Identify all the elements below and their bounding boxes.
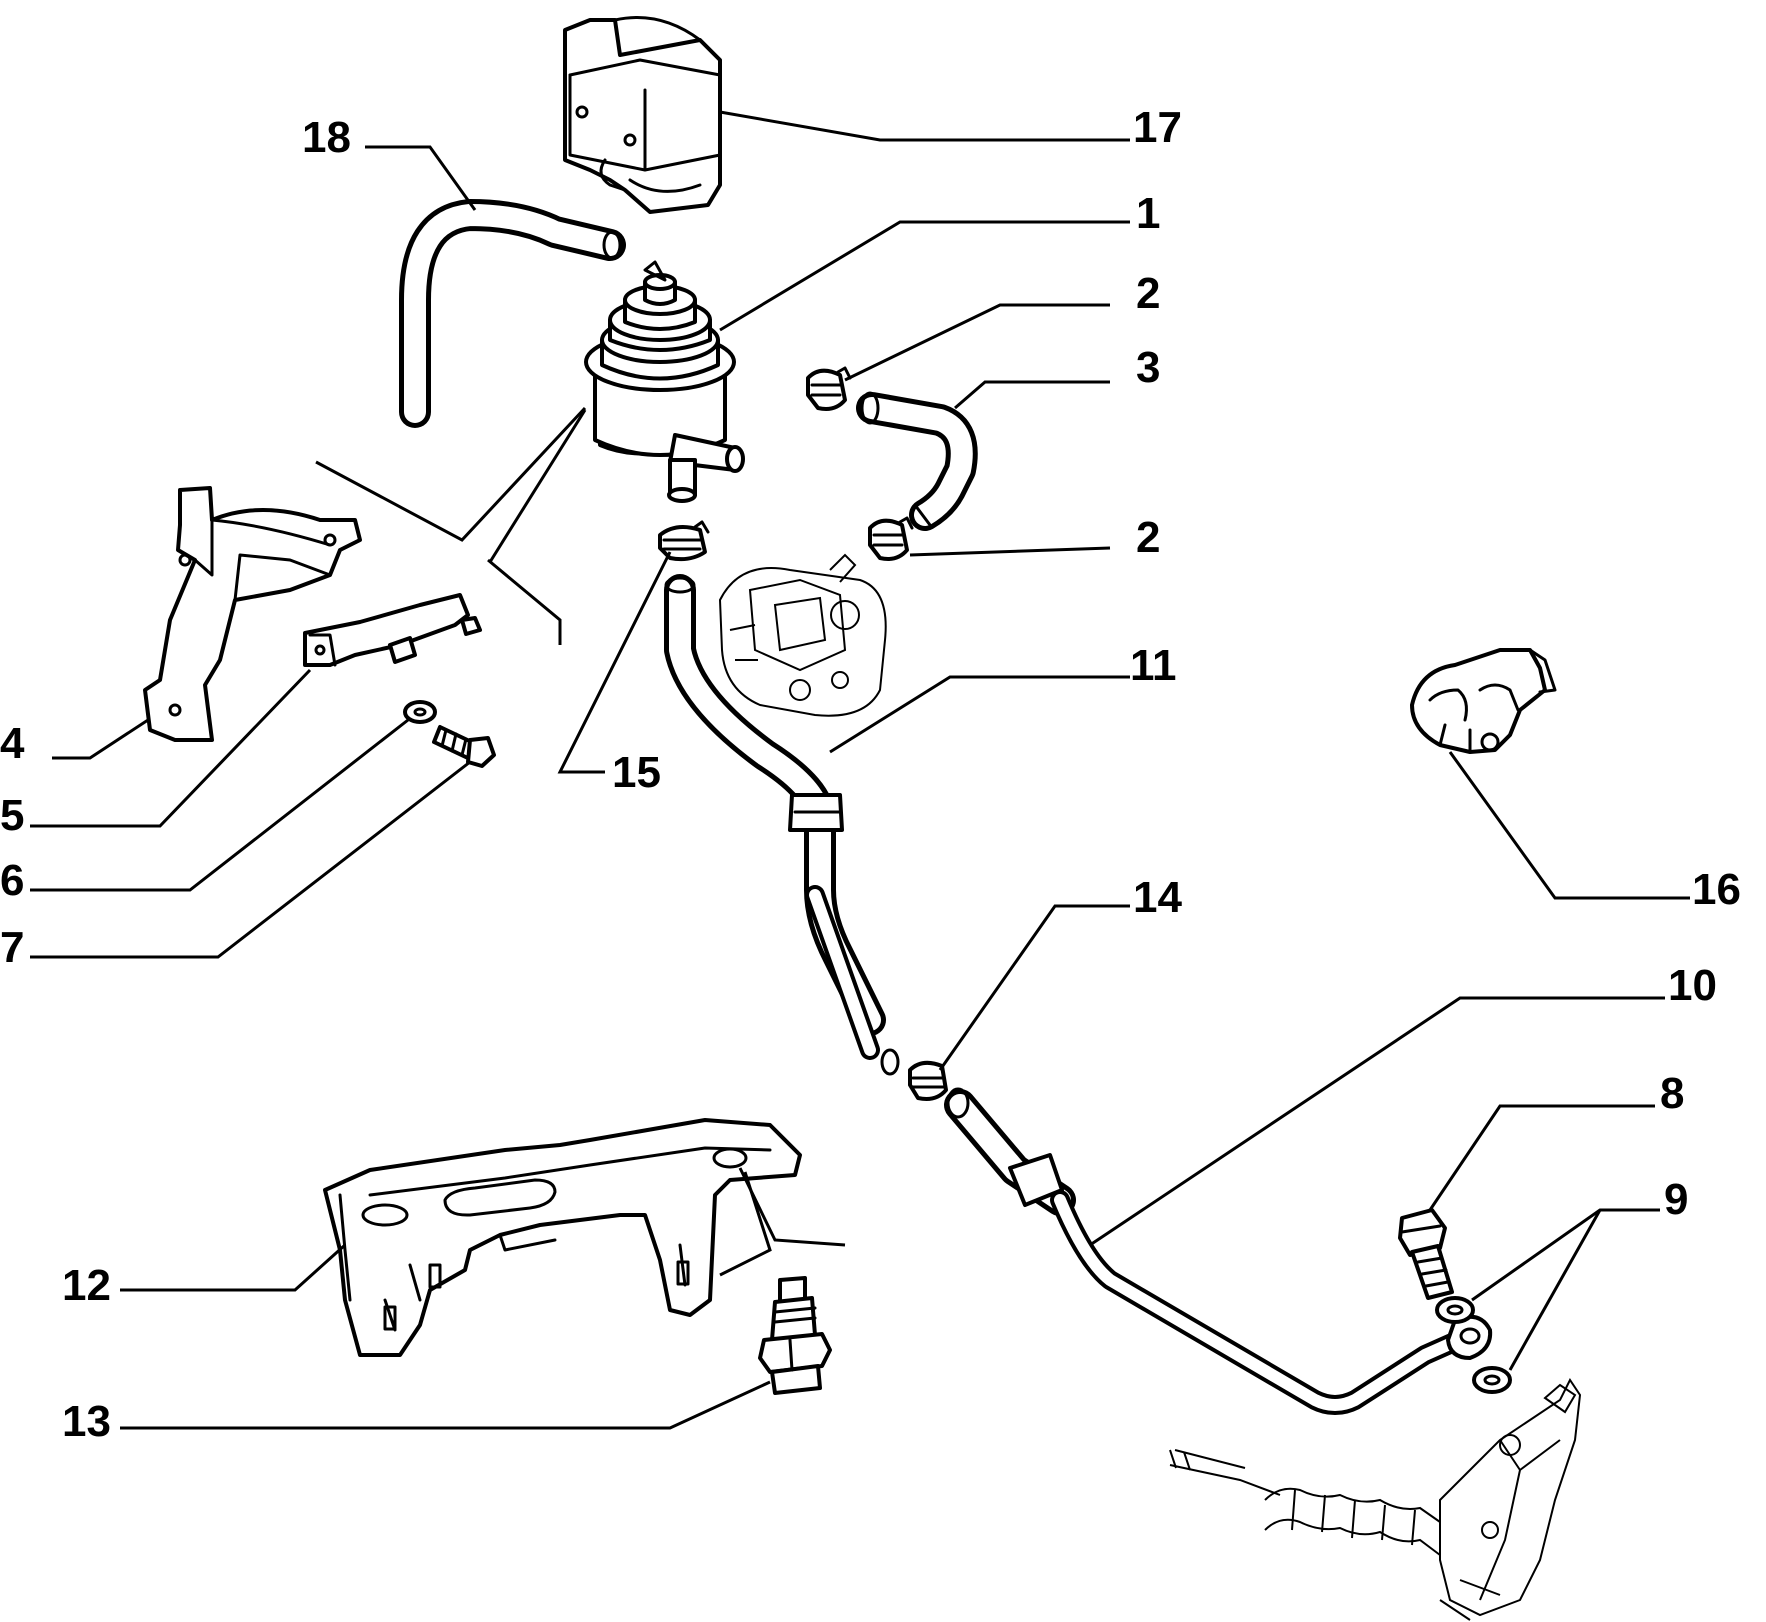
- part-3-reservoir-to-pump-hose: [856, 391, 978, 531]
- leader-lines: [30, 110, 1690, 1430]
- part-7-bolt: [432, 725, 496, 768]
- callout-8: 8: [1660, 1069, 1684, 1118]
- steering-rack-sketch: [1169, 1378, 1582, 1621]
- part-1-fluid-reservoir: [584, 260, 745, 503]
- callout-7: 7: [0, 923, 24, 972]
- callout-18: 18: [302, 113, 351, 162]
- part-8-banjo-bolt: [1398, 1208, 1454, 1300]
- part-14-hose-clamp: [908, 1060, 948, 1101]
- part-4-reservoir-bracket: [143, 486, 362, 742]
- part-12-mounting-bracket: [323, 1118, 802, 1357]
- part-18-vent-hose: [399, 199, 626, 428]
- bracket-guide-lines: [719, 1167, 846, 1277]
- part-6-washer: [403, 700, 437, 724]
- callout-11: 11: [1130, 641, 1177, 690]
- steering-pump-sketch: [718, 553, 887, 717]
- part-5-reservoir-strap: [303, 593, 482, 667]
- callout-6: 6: [0, 856, 24, 905]
- part-9-washer-upper: [1435, 1296, 1475, 1324]
- part-15-hose-clamp: [658, 520, 710, 562]
- part-9-washer-lower: [1472, 1366, 1512, 1394]
- callout-14: 14: [1133, 873, 1182, 922]
- callout-1: 1: [1136, 189, 1160, 238]
- callout-2-upper: 2: [1136, 269, 1160, 318]
- callout-17: 17: [1133, 103, 1182, 152]
- callout-10: 10: [1668, 961, 1717, 1010]
- part-10-rack-pipe: [944, 1087, 1493, 1415]
- callout-3: 3: [1136, 343, 1160, 392]
- callout-15: 15: [612, 748, 661, 797]
- reservoir-guide-lines: [315, 406, 587, 645]
- callout-12: 12: [62, 1261, 111, 1310]
- callout-labels: 17 18 1 2 3 2 11 15 4 5 6 7 16 14 10 8 9…: [0, 103, 1741, 1446]
- part-2-hose-clamp-upper: [806, 366, 852, 411]
- callout-16: 16: [1692, 865, 1741, 914]
- callout-9: 9: [1664, 1175, 1688, 1224]
- callout-2-lower: 2: [1136, 513, 1160, 562]
- callout-13: 13: [62, 1397, 111, 1446]
- part-13-pressure-switch: [758, 1276, 832, 1395]
- callout-4: 4: [0, 719, 25, 768]
- callout-5: 5: [0, 791, 24, 840]
- part-11-pump-hose: [664, 574, 900, 1076]
- part-17-reservoir-support: [563, 16, 722, 214]
- part-16-pipe-mount: [1410, 648, 1557, 754]
- part-2-hose-clamp-lower: [868, 516, 914, 561]
